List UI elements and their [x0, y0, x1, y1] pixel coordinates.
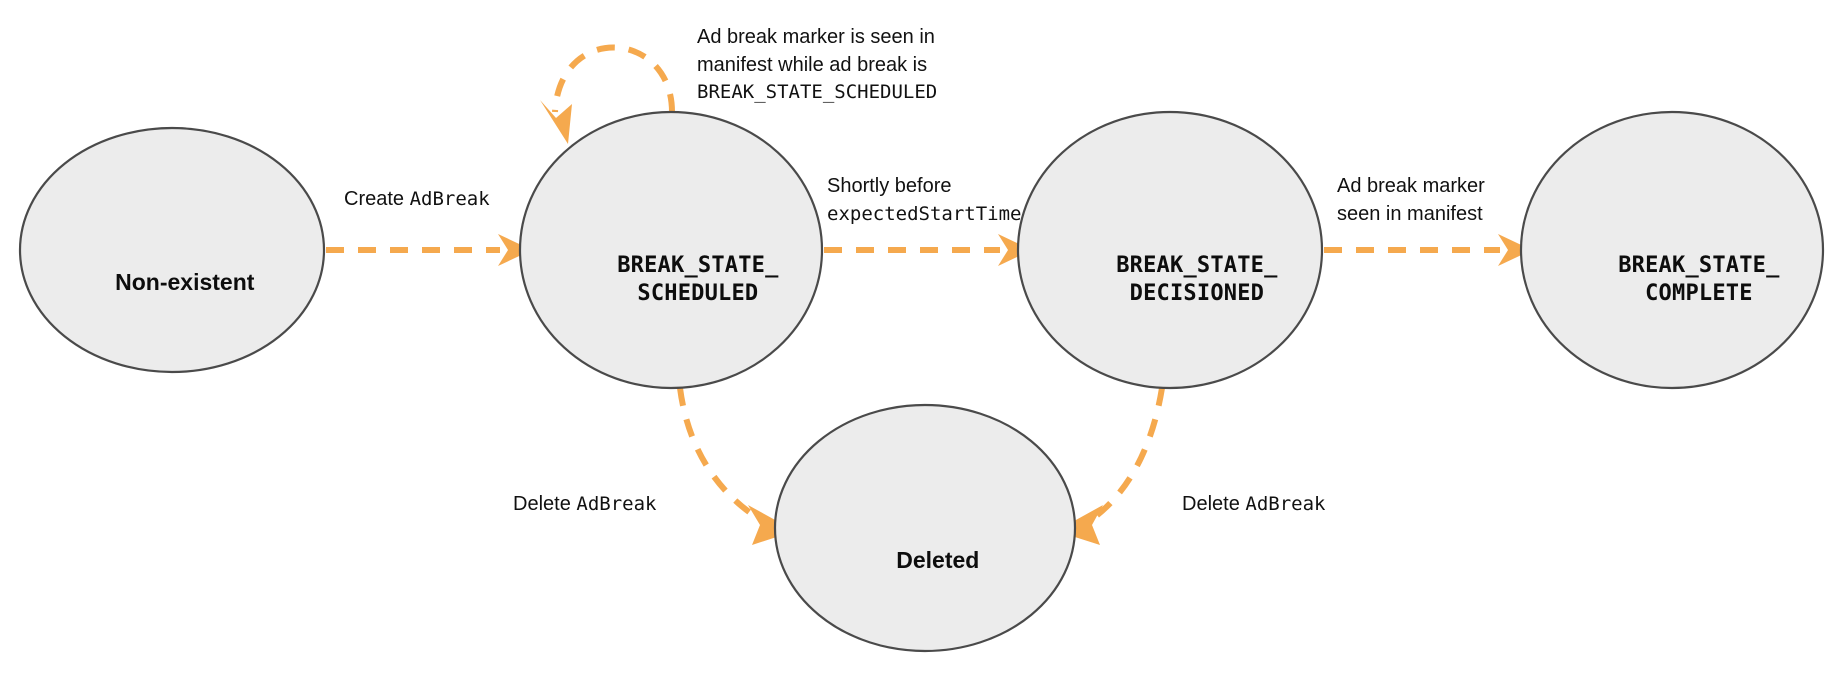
edge-line: [1076, 387, 1165, 531]
edge-scheduled-self-loop: [540, 44, 675, 144]
edge-shortly-before-expected-start-time: [824, 234, 1032, 266]
node-break-state-complete[interactable]: [1519, 110, 1825, 390]
arrowhead-icon: [498, 234, 532, 266]
arrowhead-icon: [1498, 234, 1532, 266]
arrowhead-icon: [748, 505, 795, 545]
edge-line: [677, 387, 777, 531]
arrowhead-icon: [540, 100, 572, 144]
arrowhead-icon: [998, 234, 1032, 266]
node-deleted[interactable]: [773, 403, 1077, 653]
edge-delete-adbreak-from-scheduled: [677, 387, 795, 545]
edge-line: [552, 44, 675, 113]
node-break-state-scheduled[interactable]: [518, 110, 824, 390]
edge-delete-adbreak-from-decisioned: [1056, 387, 1165, 545]
edge-create-adbreak: [326, 234, 532, 266]
arrowhead-icon: [1056, 505, 1103, 545]
node-break-state-decisioned[interactable]: [1016, 110, 1324, 390]
node-non-existent[interactable]: [18, 126, 326, 374]
edge-ad-break-marker-seen-in-manifest: [1324, 234, 1532, 266]
